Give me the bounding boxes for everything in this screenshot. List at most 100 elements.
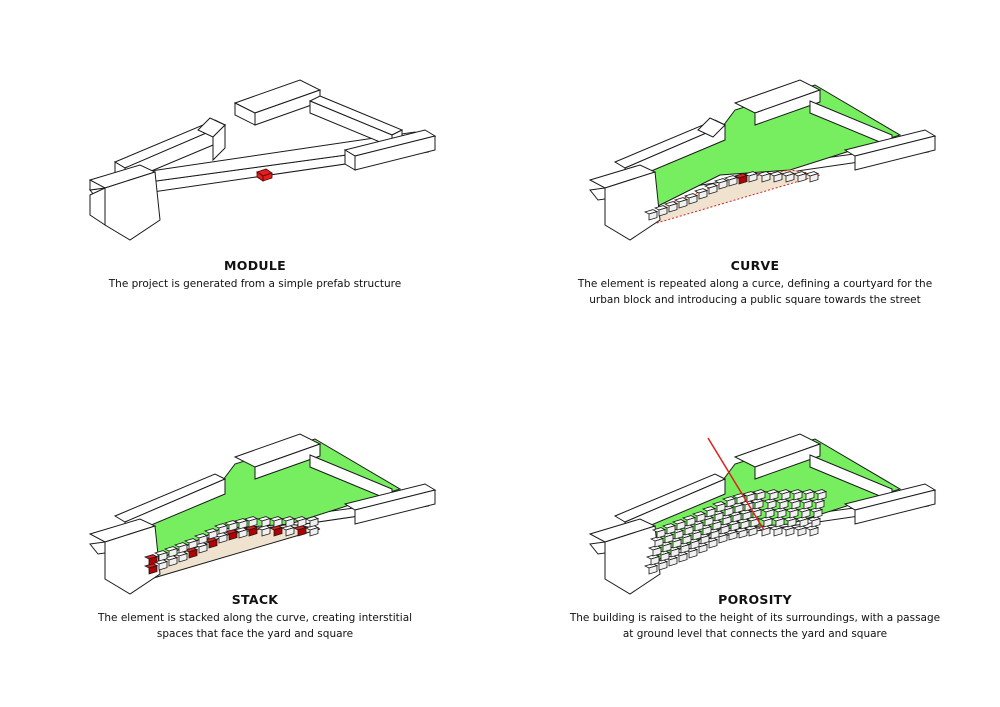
porosity-module [798, 498, 814, 510]
porosity-module [794, 516, 810, 528]
porosity-module [788, 489, 804, 501]
porosity-module [743, 525, 759, 537]
stack-caption: STACK The element is stacked along the c… [20, 592, 490, 642]
porosity-description-line: The building is raised to the height of … [569, 612, 941, 624]
porosity-module [780, 525, 796, 537]
section-line [707, 437, 765, 531]
curve-description-line: The element is repeated along a curce, d… [577, 278, 933, 290]
stack-module [143, 554, 159, 566]
porosity-module [661, 523, 677, 535]
curve-module [703, 183, 719, 195]
porosity-stack [643, 489, 828, 575]
module-title: MODULE [224, 258, 286, 273]
module-description: The project is generated from a simple p… [20, 276, 490, 292]
porosity-description: The building is raised to the height of … [520, 610, 990, 642]
curve-module [663, 201, 679, 213]
porosity-module [733, 527, 749, 539]
porosity-module [804, 525, 820, 537]
curve-diagram [588, 79, 937, 241]
curve-description: The element is repeated along a curce, d… [520, 276, 990, 308]
porosity-module [651, 527, 667, 539]
curve-module [653, 205, 669, 217]
porosity-module [812, 489, 828, 501]
porosity-module [721, 496, 737, 508]
porosity-module [727, 511, 743, 523]
porosity-module [806, 516, 822, 528]
porosity-module [784, 507, 800, 519]
stack-description-line: The element is stacked along the curve, … [97, 612, 413, 624]
porosity-module [653, 559, 669, 571]
curve-module [693, 188, 709, 200]
stack-panel: STACK The element is stacked along the c… [20, 354, 490, 707]
stack-module [203, 537, 219, 549]
stack-module [304, 516, 320, 528]
porosity-caption: POROSITY The building is raised to the h… [520, 592, 990, 642]
porosity-module [751, 489, 767, 501]
stack-module [143, 563, 159, 575]
porosity-module [671, 519, 687, 531]
curve-module [643, 209, 659, 221]
curve-module [713, 178, 729, 190]
porosity-module [701, 506, 717, 518]
module-diagram [88, 79, 437, 241]
porosity-module [808, 507, 824, 519]
stack-module [223, 520, 239, 532]
porosity-module [737, 509, 753, 521]
porosity-module [711, 501, 727, 513]
curve-module [804, 171, 820, 183]
curve-module [756, 171, 772, 183]
porosity-module [677, 533, 693, 545]
stack-module [193, 533, 209, 545]
stack-module [173, 542, 189, 554]
porosity-module [643, 563, 659, 575]
stack-module [213, 523, 229, 535]
curve-module [683, 193, 699, 205]
stack-description: The element is stacked along the curve, … [20, 610, 490, 642]
stack-module [153, 550, 169, 562]
porosity-module [673, 551, 689, 563]
stack-module [153, 559, 169, 571]
porosity-diagram [588, 433, 937, 595]
stack-module [203, 528, 219, 540]
stack-module [163, 546, 179, 558]
curve-caption: CURVE The element is repeated along a cu… [520, 258, 990, 308]
porosity-module [691, 511, 707, 523]
porosity-module [649, 536, 665, 548]
porosity-module [725, 520, 741, 532]
curve-module [723, 175, 739, 187]
curve-module [733, 173, 749, 185]
porosity-panel: POROSITY The building is raised to the h… [520, 354, 990, 707]
porosity-module [729, 502, 745, 514]
porosity-module [735, 518, 751, 530]
stack-diagram [88, 433, 437, 595]
module-caption: MODULE The project is generated from a s… [20, 258, 490, 292]
stack-module [233, 518, 249, 530]
stack-modules [143, 516, 320, 575]
curve-title: CURVE [730, 258, 780, 273]
porosity-description-line: at ground level that connects the yard a… [622, 628, 888, 640]
stack-module [243, 525, 259, 537]
porosity-module [772, 507, 788, 519]
stack-title: STACK [231, 592, 279, 607]
porosity-module [659, 532, 675, 544]
porosity-module [782, 516, 798, 528]
porosity-module [741, 491, 757, 503]
porosity-module [810, 498, 826, 510]
porosity-module [749, 498, 765, 510]
prefab-module [256, 168, 273, 182]
stack-module [243, 516, 259, 528]
porosity-module [645, 554, 661, 566]
module-description-line: The project is generated from a simple p… [108, 278, 402, 290]
porosity-module [679, 524, 695, 536]
stack-module [183, 538, 199, 550]
curve-module [673, 197, 689, 209]
porosity-module [647, 545, 663, 557]
curve-module [743, 171, 759, 183]
stack-module [163, 555, 179, 567]
porosity-title: POROSITY [718, 592, 792, 607]
porosity-module [723, 529, 739, 541]
stack-module [280, 516, 296, 528]
curve-description-line: urban block and introducing a public squ… [589, 294, 921, 306]
curve-modules [643, 171, 820, 221]
porosity-module [681, 515, 697, 527]
